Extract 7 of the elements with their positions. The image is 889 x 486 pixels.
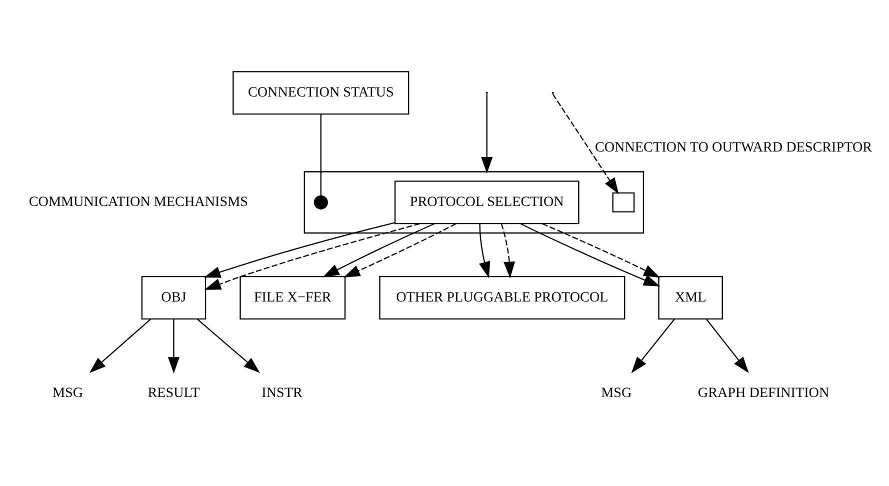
node-text: INSTR	[262, 384, 302, 401]
node-text: MSG	[601, 384, 632, 401]
node-text: RESULT	[148, 384, 200, 401]
node-text: GRAPH DEFINITION	[698, 384, 830, 401]
edge-label: CONNECTION TO OUTWARD DESCRIPTOR	[594, 139, 872, 156]
label: COMMUNICATION MECHANISMS	[28, 194, 248, 210]
node-text: MSG	[52, 384, 84, 401]
